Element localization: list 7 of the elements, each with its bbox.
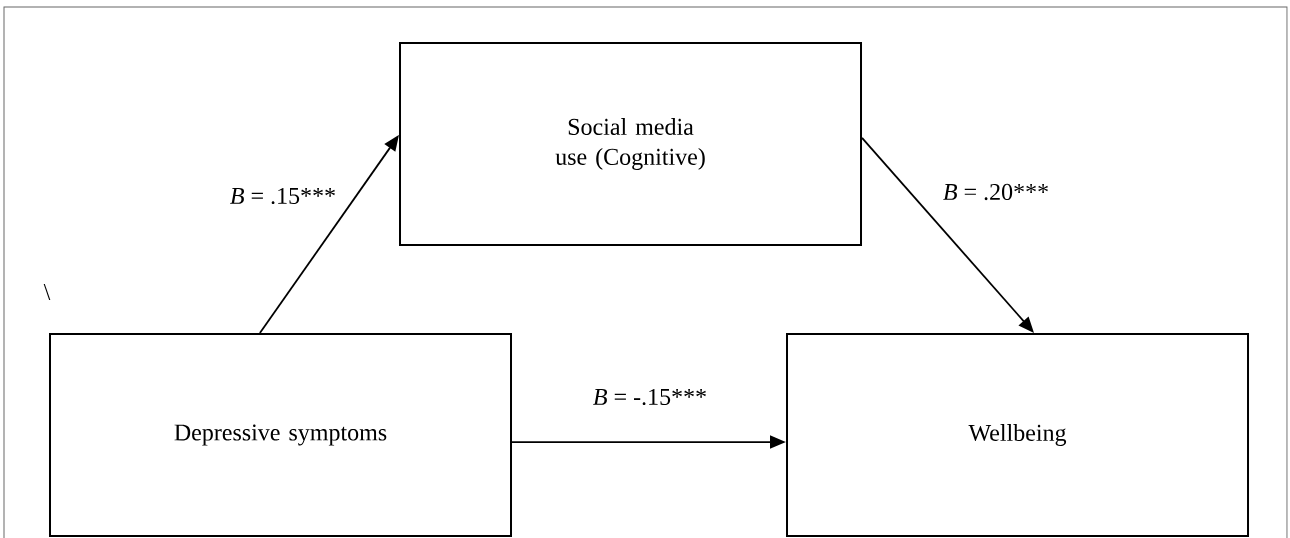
edge-label: B = .20*** [941,182,1051,202]
variable-box: Wellbeing [786,333,1249,537]
edge-label: B = .15*** [228,186,338,206]
variable-box: Social media use (Cognitive) [399,42,862,246]
variable-box: Depressive symptoms [49,333,512,537]
stray-mark: \ [43,283,51,301]
edge-label: B = -.15*** [591,387,709,407]
